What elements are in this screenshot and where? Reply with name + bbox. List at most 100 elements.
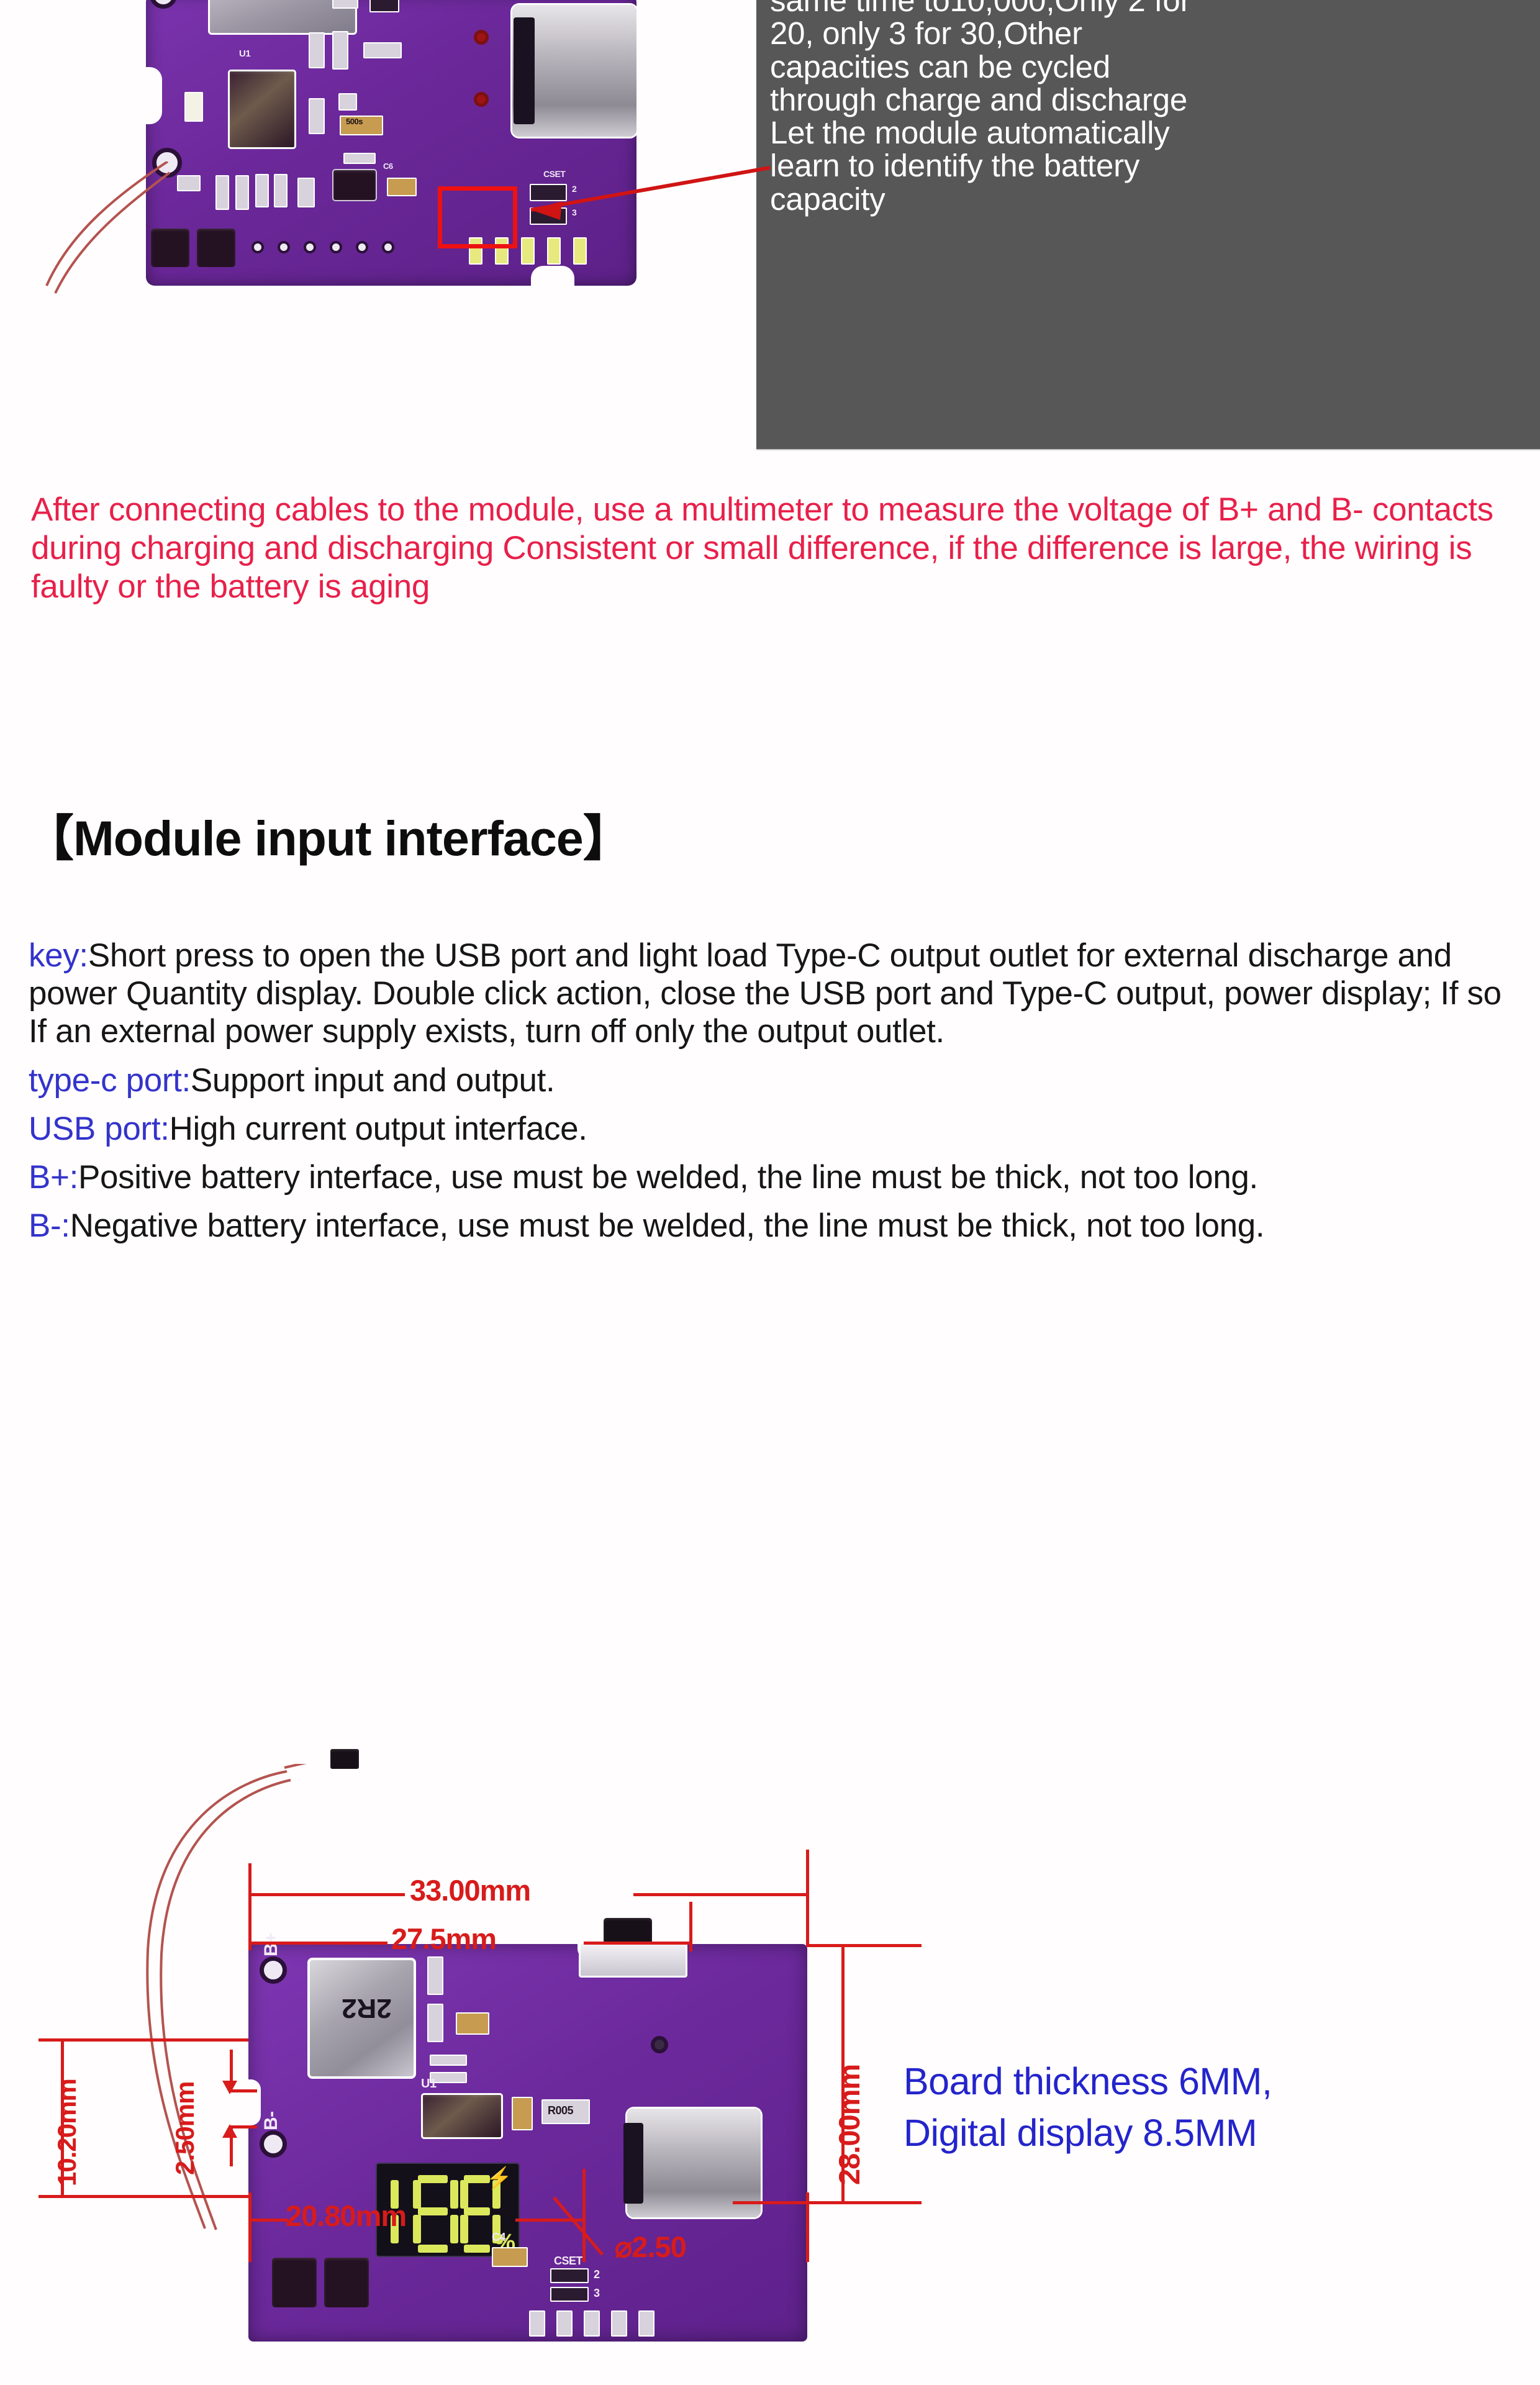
interface-desc-typec: Support input and output.	[190, 1061, 555, 1099]
through-hole	[304, 241, 316, 253]
segment	[460, 2180, 468, 2209]
smd-component	[309, 32, 325, 68]
charging-bolt-icon: ⚡	[486, 2166, 512, 2190]
tip-line: same time to10,000,Only 2 for	[770, 0, 1191, 18]
through-hole	[278, 241, 290, 253]
dim-label-left-offset: 10.20mm	[52, 2079, 81, 2186]
cap-smd	[512, 2097, 533, 2130]
dim-line	[841, 1944, 845, 2204]
note-line-1: Board thickness 6MM,	[904, 2060, 1272, 2102]
dim-ext-line	[230, 2089, 257, 2092]
battery-wires-bottom	[146, 1764, 307, 2230]
board-notch	[136, 67, 162, 124]
via	[474, 92, 489, 107]
list-item: key:Short press to open the USB port and…	[29, 937, 1525, 1051]
smd-component	[255, 174, 269, 207]
through-hole	[382, 241, 394, 253]
mosfet	[197, 229, 235, 267]
callout-highlight-box	[438, 186, 517, 248]
smd-component	[343, 153, 376, 164]
dim-ext-line	[38, 2038, 248, 2042]
smd-component	[611, 2310, 627, 2337]
silkscreen-u1-bottom: U1	[421, 2077, 437, 2091]
dim-line	[248, 2219, 288, 2222]
list-item: B-:Negative battery interface, use must …	[29, 1207, 1525, 1245]
silkscreen-pin3: 3	[572, 207, 577, 217]
segment	[391, 2215, 399, 2243]
tip-line: learn to identify the battery	[770, 148, 1140, 184]
callout-arrow-icon	[530, 166, 771, 220]
dim-label-bottom-width: 20.80mm	[286, 2199, 407, 2232]
silkscreen-pin3-bottom: 3	[594, 2287, 600, 2299]
dim-ext-line	[248, 1893, 251, 1950]
led-indicator	[573, 237, 587, 265]
segment	[492, 2180, 500, 2209]
multimeter-warning-paragraph: After connecting cables to the module, u…	[31, 491, 1493, 605]
dim-ext-line	[806, 1850, 809, 1944]
tip-callout-box: same time to10,000,Only 2 for 20, only 3…	[756, 0, 1540, 450]
through-hole	[356, 241, 368, 253]
led-indicator	[184, 92, 203, 122]
mounting-pad	[150, 0, 177, 9]
dim-label-overall-height: 28.00mm	[833, 2064, 866, 2185]
slide-switch-actuator	[604, 1918, 652, 1944]
mounting-hole	[651, 2036, 668, 2053]
tip-line: 20, only 3 for 30,Other	[770, 16, 1082, 52]
tip-line: capacities can be cycled	[770, 48, 1111, 84]
interface-description-list: key:Short press to open the USB port and…	[29, 937, 1525, 1255]
segment	[413, 2180, 421, 2209]
module-photo-top: U1 500s C6	[45, 0, 668, 323]
smd-component	[297, 178, 315, 207]
segment	[460, 2215, 468, 2243]
dim-ext-line	[806, 2192, 809, 2262]
list-item: B+:Positive battery interface, use must …	[29, 1158, 1525, 1196]
interface-label-usb: USB port:	[29, 1110, 170, 1147]
dim-ext-line	[806, 2201, 922, 2204]
dim-label-hole-diameter: ⌀2.50	[615, 2230, 687, 2263]
via	[474, 30, 489, 45]
slide-switch	[579, 1942, 687, 1978]
smd-component	[215, 175, 229, 210]
board-thickness-note: Board thickness 6MM, Digital display 8.5…	[904, 2056, 1531, 2159]
segment	[413, 2215, 421, 2243]
smd-component	[556, 2310, 573, 2337]
smd-component	[430, 2055, 467, 2066]
interface-desc-bplus: Positive battery interface, use must be …	[78, 1159, 1258, 1196]
smd-component	[363, 42, 402, 58]
dimension-diagram: B+ B- 2R2 U1 R005	[0, 1749, 1540, 2385]
dim-line	[248, 1942, 387, 1945]
interface-label-typec: type-c port:	[29, 1061, 191, 1099]
seven-segment-display: ⚡ %	[376, 2163, 520, 2257]
silkscreen-u1: U1	[239, 48, 251, 59]
segment	[464, 2245, 490, 2253]
silkscreen-pin2: 2	[572, 184, 577, 194]
segment	[464, 2175, 490, 2183]
silkscreen-cset: CSET	[543, 169, 566, 179]
chip-soic	[332, 169, 377, 201]
top-photo-and-tip-section: U1 500s C6	[0, 0, 1540, 460]
silkscreen-r005: R005	[548, 2104, 574, 2117]
dim-line	[230, 2128, 233, 2166]
mosfet	[151, 229, 189, 267]
smd-component	[427, 1956, 443, 1995]
dim-ext-line	[806, 1944, 922, 1947]
led-indicator	[521, 237, 535, 265]
tip-line: Let the module automatically	[770, 115, 1170, 151]
usb-c-pins	[514, 17, 535, 124]
silkscreen-r500: 500s	[346, 117, 363, 126]
pcb-board-top: U1 500s C6	[136, 0, 636, 292]
silkscreen-c6: C6	[383, 161, 393, 171]
usb-c-pins	[623, 2123, 643, 2204]
interface-label-bplus: B+:	[29, 1159, 78, 1196]
smd-component	[456, 2012, 489, 2035]
note-line-2: Digital display 8.5MM	[904, 2111, 1257, 2154]
mosfet	[324, 2258, 369, 2307]
dim-line	[584, 1942, 692, 1945]
silkscreen-pin2-bottom: 2	[594, 2268, 600, 2281]
dim-line	[515, 2219, 585, 2222]
dim-arrow-icon	[222, 2081, 237, 2138]
list-item: type-c port:Support input and output.	[29, 1061, 1525, 1099]
mosfet	[272, 2258, 317, 2307]
smd-component	[338, 93, 357, 111]
cset-jumper-2	[530, 184, 567, 201]
